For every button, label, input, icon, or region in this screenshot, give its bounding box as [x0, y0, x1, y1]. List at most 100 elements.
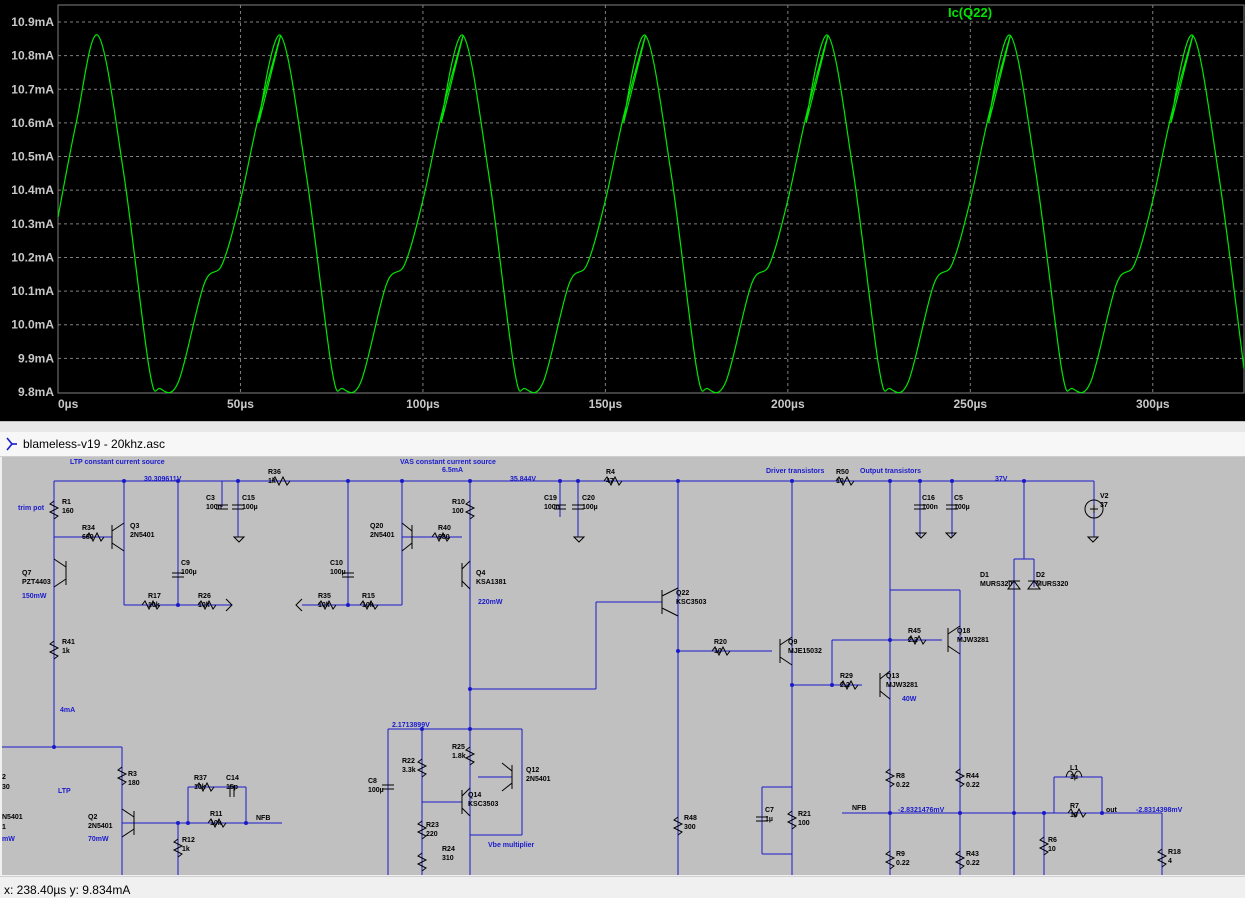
trace-label[interactable]: Ic(Q22) [948, 5, 992, 20]
component-ref-c7[interactable]: C7 [765, 807, 774, 814]
component-value-r41[interactable]: 1k [62, 648, 70, 655]
component-ref-r24[interactable]: R24 [442, 846, 455, 853]
component-ref-r26[interactable]: R26 [198, 593, 211, 600]
component-value-r1[interactable]: 160 [62, 508, 74, 515]
component-ref-q12[interactable]: Q12 [526, 767, 539, 774]
component-ref-r22[interactable]: R22 [402, 758, 415, 765]
component-ref-l1[interactable]: L1 [1070, 765, 1078, 772]
component-value-c5[interactable]: 100µ [954, 504, 970, 511]
component-value-c9[interactable]: 100µ [181, 569, 197, 576]
y-tick-label[interactable]: 9.8mA [18, 385, 54, 399]
x-tick-label[interactable]: 250µs [954, 397, 988, 411]
component-ref-r15[interactable]: R15 [362, 593, 375, 600]
component-value-r37[interactable]: 10k [194, 784, 206, 791]
component-value-q13[interactable]: MJW3281 [886, 682, 918, 689]
component-value-r8[interactable]: 0.22 [896, 782, 910, 789]
component-value-q2[interactable]: 2N5401 [88, 823, 113, 830]
component-ref-r21[interactable]: R21 [798, 811, 811, 818]
y-tick-label[interactable]: 10.1mA [11, 284, 54, 298]
component-value-c16[interactable]: 100n [922, 504, 938, 511]
x-tick-label[interactable]: 150µs [589, 397, 623, 411]
component-ref-r40[interactable]: R40 [438, 525, 451, 532]
component-value-r44[interactable]: 0.22 [966, 782, 980, 789]
component-ref-q2[interactable]: Q2 [88, 814, 97, 821]
component-value-r15[interactable]: 10k [362, 602, 374, 609]
component-ref-r12[interactable]: R12 [182, 837, 195, 844]
component-value-r45[interactable]: 2.2 [908, 637, 918, 644]
component-value-q12[interactable]: 2N5401 [526, 776, 551, 783]
component-value-d2[interactable]: MURS320 [1036, 581, 1068, 588]
component-ref-c10[interactable]: C10 [330, 560, 343, 567]
x-tick-label[interactable]: 200µs [771, 397, 805, 411]
y-tick-label[interactable]: 10.4mA [11, 183, 54, 197]
component-ref-c15[interactable]: C15 [242, 495, 255, 502]
component-ref-c5[interactable]: C5 [954, 495, 963, 502]
component-value-c7[interactable]: 1µ [765, 816, 773, 823]
component-ref-r23[interactable]: R23 [426, 822, 439, 829]
component-ref-q9[interactable]: Q9 [788, 639, 797, 646]
y-tick-label[interactable]: 10.7mA [11, 82, 54, 96]
y-tick-label[interactable]: 9.9mA [18, 351, 54, 365]
component-ref-r34[interactable]: R34 [82, 525, 95, 532]
y-tick-label[interactable]: 10.8mA [11, 49, 54, 63]
trace-ic-q22[interactable] [57, 34, 1245, 394]
schematic-canvas[interactable]: LTP constant current source VAS constant… [2, 457, 1245, 875]
component-ref-c3[interactable]: C3 [206, 495, 215, 502]
waveform-plot[interactable]: 9.8mA9.9mA10.0mA10.1mA10.2mA10.3mA10.4mA… [0, 0, 1245, 421]
component-ref-c20[interactable]: C20 [582, 495, 595, 502]
component-value-r48[interactable]: 300 [684, 824, 696, 831]
component-value-r22[interactable]: 3.3k [402, 767, 416, 774]
component-ref-r17[interactable]: R17 [148, 593, 161, 600]
component-value-r26[interactable]: 10k [198, 602, 210, 609]
component-ref-d2[interactable]: D2 [1036, 572, 1045, 579]
component-value-c19[interactable]: 100n [544, 504, 560, 511]
component-value-v2[interactable]: 37 [1100, 502, 1108, 509]
component-value-r40[interactable]: 680 [438, 534, 450, 541]
component-ref-r9[interactable]: R9 [896, 851, 905, 858]
component-ref-q7[interactable]: Q7 [22, 570, 31, 577]
component-value-r36[interactable]: 1k [268, 478, 276, 485]
component-ref-r10[interactable]: R10 [452, 499, 465, 506]
component-value-q22[interactable]: KSC3503 [676, 599, 706, 606]
component-ref-c19[interactable]: C19 [544, 495, 557, 502]
component-ref-r44[interactable]: R44 [966, 773, 979, 780]
component-value-c15[interactable]: 100µ [242, 504, 258, 511]
component-value-r21[interactable]: 100 [798, 820, 810, 827]
component-ref-r48[interactable]: R48 [684, 815, 697, 822]
x-tick-label[interactable]: 100µs [406, 397, 440, 411]
component-value-r4[interactable]: 47 [606, 478, 614, 485]
component-value-r24[interactable]: 310 [442, 855, 454, 862]
x-tick-label[interactable]: 300µs [1136, 397, 1170, 411]
y-tick-label[interactable]: 10.6mA [11, 116, 54, 130]
component-value-r10[interactable]: 100 [452, 508, 464, 515]
y-tick-label[interactable]: 10.2mA [11, 250, 54, 264]
component-ref-q4[interactable]: Q4 [476, 570, 485, 577]
pane-splitter[interactable] [0, 421, 1245, 432]
component-value-r12[interactable]: 1k [182, 846, 190, 853]
x-tick-label[interactable]: 50µs [227, 397, 254, 411]
component-value-c14[interactable]: 15p [226, 784, 238, 791]
component-value-r23[interactable]: 220 [426, 831, 438, 838]
component-ref-r3[interactable]: R3 [128, 771, 137, 778]
component-value-q9[interactable]: MJE15032 [788, 648, 822, 655]
component-value-c10[interactable]: 100µ [330, 569, 346, 576]
component-ref-q20[interactable]: Q20 [370, 523, 383, 530]
component-ref-r35[interactable]: R35 [318, 593, 331, 600]
component-value-r35[interactable]: 10k [318, 602, 330, 609]
component-value-r6[interactable]: 10 [1048, 846, 1056, 853]
component-ref-c16[interactable]: C16 [922, 495, 935, 502]
component-value-r11[interactable]: 10k [210, 820, 222, 827]
component-ref-r45[interactable]: R45 [908, 628, 921, 635]
component-ref-r50[interactable]: R50 [836, 469, 849, 476]
y-tick-label[interactable]: 10.5mA [11, 150, 54, 164]
component-ref-r36[interactable]: R36 [268, 469, 281, 476]
component-ref-r20[interactable]: R20 [714, 639, 727, 646]
component-value-r20[interactable]: 10 [714, 648, 722, 655]
component-ref-q18[interactable]: Q18 [957, 628, 970, 635]
component-ref-r18[interactable]: R18 [1168, 849, 1181, 856]
component-value-q4[interactable]: KSA1381 [476, 579, 506, 586]
component-value-r25[interactable]: 1.8k [452, 753, 466, 760]
y-tick-label[interactable]: 10.9mA [11, 15, 54, 29]
component-value-r3[interactable]: 180 [128, 780, 140, 787]
